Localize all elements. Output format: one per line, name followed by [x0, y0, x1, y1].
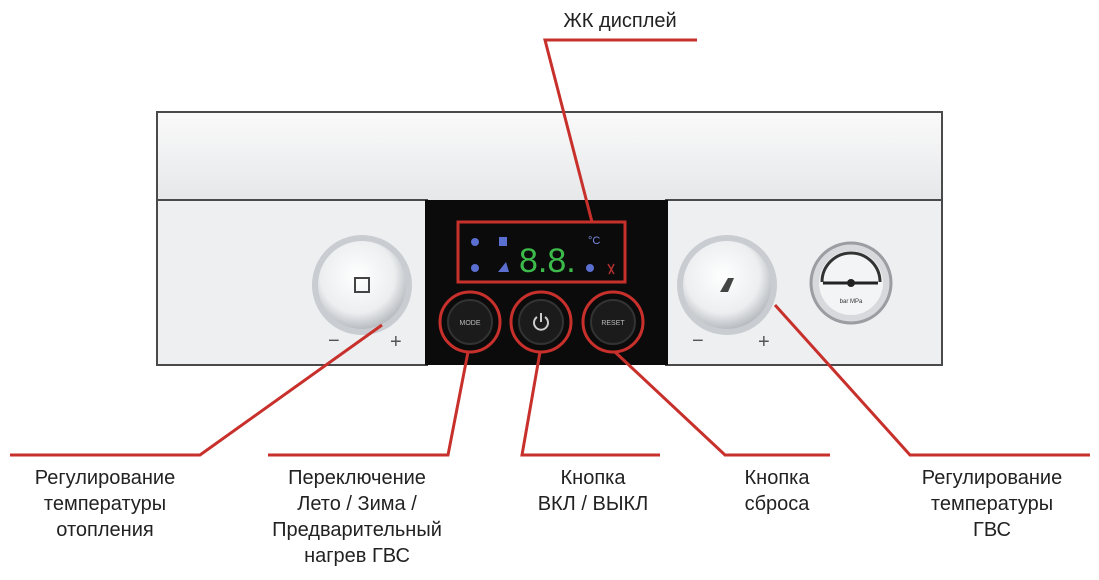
label-line: Предварительный: [272, 519, 442, 541]
mode-button-text: MODE: [460, 320, 481, 327]
clock-icon: [471, 238, 479, 246]
lcd-display: 8.8. °C: [471, 235, 615, 280]
label-line: температуры: [930, 493, 1054, 515]
mode-callout-line: [268, 351, 470, 457]
reset-callout-line: [613, 350, 830, 457]
tap-icon: [720, 278, 734, 292]
heating-minus: −: [328, 330, 340, 352]
flame-status-icon: [471, 264, 479, 272]
heating-knob-label: Регулирование температуры отопления: [35, 465, 175, 543]
label-line: ГВС: [973, 519, 1011, 541]
dhw-callout-line: [773, 303, 1090, 457]
label-line: Переключение: [288, 467, 426, 489]
power-icon: [533, 316, 549, 331]
heating-callout-line: [10, 323, 383, 457]
power-highlight: [509, 290, 573, 354]
label-line: Лето / Зима /: [297, 493, 417, 515]
reset-button-text: RESET: [601, 320, 625, 327]
label-line: температуры: [43, 493, 167, 515]
label-line: нагрев ГВС: [304, 545, 410, 567]
gauge-units: bar MPa: [840, 299, 863, 305]
label-line: Кнопка: [560, 467, 626, 489]
label-line: ВКЛ / ВЫКЛ: [537, 493, 649, 515]
label-line: сброса: [744, 493, 810, 515]
display-highlight: [456, 220, 627, 284]
reset-button[interactable]: RESET: [590, 299, 636, 345]
mode-highlight: [438, 290, 502, 354]
pressure-gauge: bar MPa: [809, 241, 893, 325]
mode-button[interactable]: MODE: [447, 299, 493, 345]
radiator-icon: [354, 277, 370, 293]
reset-highlight: [581, 290, 645, 354]
dhw-plus: +: [758, 331, 770, 353]
celsius-unit: °C: [588, 235, 600, 247]
dhw-knob[interactable]: [677, 235, 777, 335]
fault-icon: [607, 263, 615, 275]
label-line: отопления: [56, 519, 154, 541]
top-cover: [156, 111, 943, 203]
label-line: Регулирование: [921, 467, 1063, 489]
power-button[interactable]: [518, 299, 564, 345]
dhw-minus: −: [692, 330, 704, 352]
lcd-digits: 8.8.: [519, 242, 576, 280]
reset-button-label: Кнопка сброса: [745, 465, 810, 517]
display-label: ЖК дисплей: [563, 10, 677, 32]
label-line: Кнопка: [744, 467, 810, 489]
power-callout-line: [520, 351, 660, 457]
tap-status-icon: [498, 262, 509, 272]
label-line: Регулирование: [34, 467, 176, 489]
heating-plus: +: [390, 331, 402, 353]
drop-icon: [586, 264, 594, 272]
radiator-status-icon: [499, 237, 507, 246]
callouts: [10, 38, 1090, 457]
heating-knob[interactable]: [312, 235, 412, 335]
display-callout-line: [543, 38, 697, 223]
